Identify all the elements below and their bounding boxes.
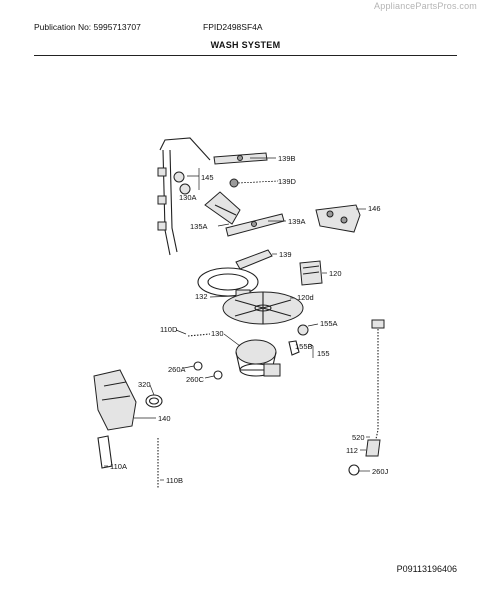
callout-145: 145: [201, 173, 214, 182]
callout-120: 120: [329, 269, 342, 278]
callout-155: 155: [317, 349, 330, 358]
publication-number: Publication No: 5995713707: [34, 22, 141, 32]
model-number: FPID2498SF4A: [203, 22, 263, 32]
callout-139d: 139D: [278, 177, 297, 186]
part-520-drain-hose[interactable]: [371, 319, 385, 449]
part-140-housing[interactable]: [93, 369, 137, 431]
watermark: AppliancePartsPros.com: [374, 1, 477, 11]
part-120d-filter-plate[interactable]: [222, 291, 304, 325]
callout-112: 112: [346, 446, 358, 455]
part-260j-clamp[interactable]: [348, 464, 360, 476]
part-320-seal-ring[interactable]: [145, 394, 163, 408]
callout-155a: 155A: [320, 319, 338, 328]
part-155a-grommet[interactable]: [297, 324, 309, 336]
header-divider: [34, 55, 457, 56]
part-146-diverter[interactable]: [315, 204, 361, 233]
callout-260j: 260J: [372, 467, 389, 476]
part-155b-seal[interactable]: [288, 340, 300, 356]
part-135a-spray-arm-hub[interactable]: [204, 191, 241, 225]
callout-130a: 130A: [179, 193, 197, 202]
part-130-sump-assembly[interactable]: [235, 339, 281, 377]
callout-139a: 139A: [288, 217, 306, 226]
callout-110d: 110D: [160, 325, 178, 334]
section-title: WASH SYSTEM: [210, 40, 281, 50]
callout-260c: 260C: [186, 375, 205, 384]
part-139b-upper-spray-arm[interactable]: [213, 152, 268, 165]
callout-120d: 120d: [297, 293, 314, 302]
document-number: P09113196406: [396, 564, 457, 574]
callout-320: 320: [138, 380, 151, 389]
callout-135a: 135A: [190, 222, 208, 231]
callout-110a: 110A: [110, 462, 127, 471]
leader-lines: [104, 157, 370, 481]
callout-130: 130: [211, 329, 224, 338]
callout-139b: 139B: [278, 154, 296, 163]
callout-132: 132: [195, 292, 208, 301]
callout-260a: 260A: [168, 365, 186, 374]
part-260a-clamp[interactable]: [193, 361, 203, 371]
part-260c-clamp[interactable]: [213, 370, 223, 380]
callout-110b: 110B: [166, 476, 183, 485]
callout-155b: 155B: [295, 342, 313, 351]
part-120-filter-cup[interactable]: [299, 260, 323, 286]
callout-139: 139: [279, 250, 292, 259]
part-110d-hose[interactable]: [187, 333, 211, 337]
callout-520: 520: [352, 433, 365, 442]
part-139-lower-spray-arm[interactable]: [235, 249, 273, 270]
part-112-hose-end[interactable]: [365, 439, 381, 457]
part-110a-hose[interactable]: [97, 435, 113, 469]
callout-140: 140: [158, 414, 171, 423]
part-139d-nut[interactable]: [229, 178, 239, 188]
part-145-feed-tube[interactable]: [157, 137, 211, 256]
part-130a-nuts[interactable]: [173, 171, 191, 195]
callout-146: 146: [368, 204, 381, 213]
callout-labels: 139B 139D 145 130A 146 135A 139A 139 120…: [110, 154, 389, 485]
